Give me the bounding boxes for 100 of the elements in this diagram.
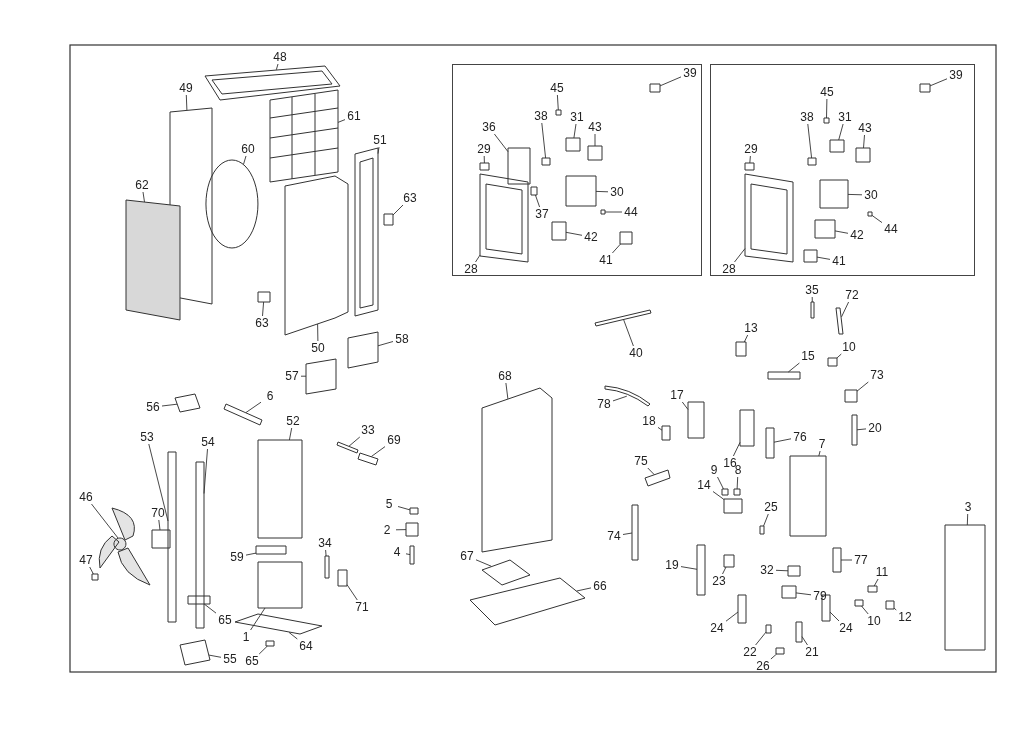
callout-number: 54 [199,435,217,449]
callout-number: 41 [597,253,615,267]
callout-number: 42 [582,230,600,244]
callout-number: 50 [309,341,327,355]
leader-line [712,491,725,500]
valve-drawing [735,341,747,357]
valve-drawing [765,624,772,634]
callout-number: 44 [882,222,900,236]
leader-line [142,191,145,203]
callout-number: 65 [243,654,261,668]
contactor-drawing [819,179,849,209]
leader-line [288,427,293,441]
sensor-drawing [324,555,330,579]
callout-number: 39 [947,68,965,82]
callout-number: 40 [627,346,645,360]
callout-number: 29 [475,142,493,156]
callout-number: 13 [742,321,760,335]
top-panel-drawing [204,65,341,101]
callout-number: 49 [177,81,195,95]
callout-number: 77 [852,553,870,567]
callout-number: 73 [868,368,886,382]
callout-number: 28 [720,262,738,276]
leader-line [317,323,319,342]
leader-line [377,146,380,155]
front-panel-drawing [284,175,349,336]
band-drawing [530,186,538,196]
connector-drawing [337,569,348,587]
callout-number: 45 [818,85,836,99]
leader-line [816,256,831,260]
leader-line [245,552,257,556]
terminal-block-drawing [814,219,836,239]
leader-line [377,341,394,347]
callout-number: 71 [353,600,371,614]
leader-line [325,549,327,557]
leader-line [594,133,596,147]
leader-line [392,204,404,216]
callout-number: 1 [237,630,255,644]
partition-drawing [257,439,303,539]
leader-line [288,631,298,640]
leader-line [826,98,828,119]
leader-line [203,603,217,614]
pipe-drawing [644,469,671,487]
leader-line [534,194,541,208]
callout-number: 37 [533,207,551,221]
callout-number: 65 [216,613,234,627]
filter-drawing [851,414,858,446]
bracket-drawing [179,639,211,666]
callout-number: 47 [77,553,95,567]
leader-line [873,578,879,587]
callout-number: 10 [840,340,858,354]
pipe-drawing [223,403,263,426]
leader-line [775,569,789,572]
callout-number: 48 [271,50,289,64]
coil-drawing [781,585,797,599]
contactor-drawing [565,175,597,207]
leader-line [475,559,492,567]
leader-line [847,193,863,196]
callout-number: 30 [608,185,626,199]
filter-drawing [832,547,842,573]
holder-drawing [541,157,551,166]
callout-number: 52 [284,414,302,428]
leader-line [811,296,813,303]
receiver-drawing [789,455,827,537]
leader-line [763,513,769,527]
leader-line [893,607,897,611]
callout-number: 43 [856,121,874,135]
callout-number: 9 [705,463,723,477]
compressor-drawing [257,561,303,609]
leader-line [612,395,628,402]
callout-number: 22 [741,645,759,659]
leader-line [838,123,844,141]
leader-line [493,133,509,153]
valve-drawing [795,621,803,643]
callout-number: 68 [496,369,514,383]
callout-number: 30 [862,188,880,202]
leader-line [829,611,840,622]
leader-line [405,553,411,556]
clamp-drawing [649,83,661,93]
rod-drawing [336,441,359,454]
leader-line [770,653,778,660]
leader-line [556,94,559,111]
leader-line [725,611,739,622]
callout-number: 26 [754,659,772,673]
fan-grille-drawing [125,199,181,321]
callout-number: 55 [221,652,239,666]
leader-line [647,467,655,476]
leader-line [300,375,307,377]
callout-number: 18 [640,414,658,428]
leader-line [565,231,583,236]
leader-line [275,63,279,71]
leader-line [856,381,869,392]
callout-number: 53 [138,430,156,444]
valve-drawing [867,585,878,593]
wire-guard-drawing [269,89,339,183]
callout-number: 78 [595,397,613,411]
leader-line [773,438,792,443]
callout-number: 24 [837,621,855,635]
inset-panel [452,64,702,276]
callout-number: 67 [458,549,476,563]
fan-drawing [98,507,151,586]
